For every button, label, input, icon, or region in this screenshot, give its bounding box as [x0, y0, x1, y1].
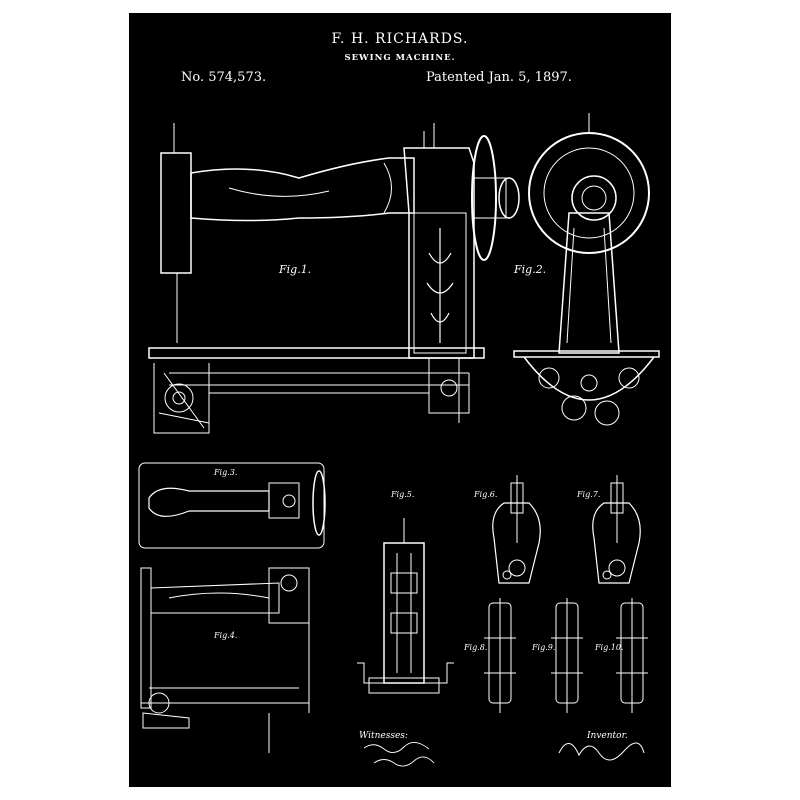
fig8-label: Fig.8. — [464, 643, 488, 652]
patent-title: SEWING MACHINE. — [344, 53, 456, 63]
fig1-machine-drawing — [148, 123, 520, 434]
fig4-rear-view-drawing — [140, 567, 310, 753]
fig9-detail-drawing — [551, 598, 583, 713]
fig7-label: Fig.7. — [577, 490, 601, 499]
fig9-label: Fig.9. — [532, 643, 556, 652]
fig2-label: Fig.2. — [514, 263, 547, 276]
fig3-top-view-drawing — [138, 462, 326, 549]
fig2-end-view-drawing — [513, 113, 660, 426]
witness-signatures — [363, 742, 435, 767]
inventor-signature — [558, 742, 645, 761]
fig6-label: Fig.6. — [474, 490, 498, 499]
inventor-name: F. H. RICHARDS. — [331, 31, 469, 47]
fig4-label: Fig.4. — [214, 631, 238, 640]
patent-poster: F. H. RICHARDS. SEWING MACHINE. No. 574,… — [129, 13, 671, 787]
fig1-label: Fig.1. — [279, 263, 312, 276]
fig10-detail-drawing — [616, 598, 648, 713]
witnesses-label: Witnesses: — [359, 731, 408, 741]
fig5-label: Fig.5. — [391, 490, 415, 499]
inventor-label: Inventor. — [587, 731, 628, 741]
fig7-detail-drawing — [592, 475, 641, 584]
fig5-section-drawing — [357, 518, 454, 694]
fig10-label: Fig.10. — [595, 643, 624, 652]
fig3-label: Fig.3. — [214, 468, 238, 477]
patent-date: Patented Jan. 5, 1897. — [426, 70, 572, 85]
patent-number: No. 574,573. — [181, 70, 267, 85]
fig8-detail-drawing — [484, 598, 516, 713]
fig6-detail-drawing — [492, 475, 541, 584]
patent-drawing — [138, 113, 660, 767]
